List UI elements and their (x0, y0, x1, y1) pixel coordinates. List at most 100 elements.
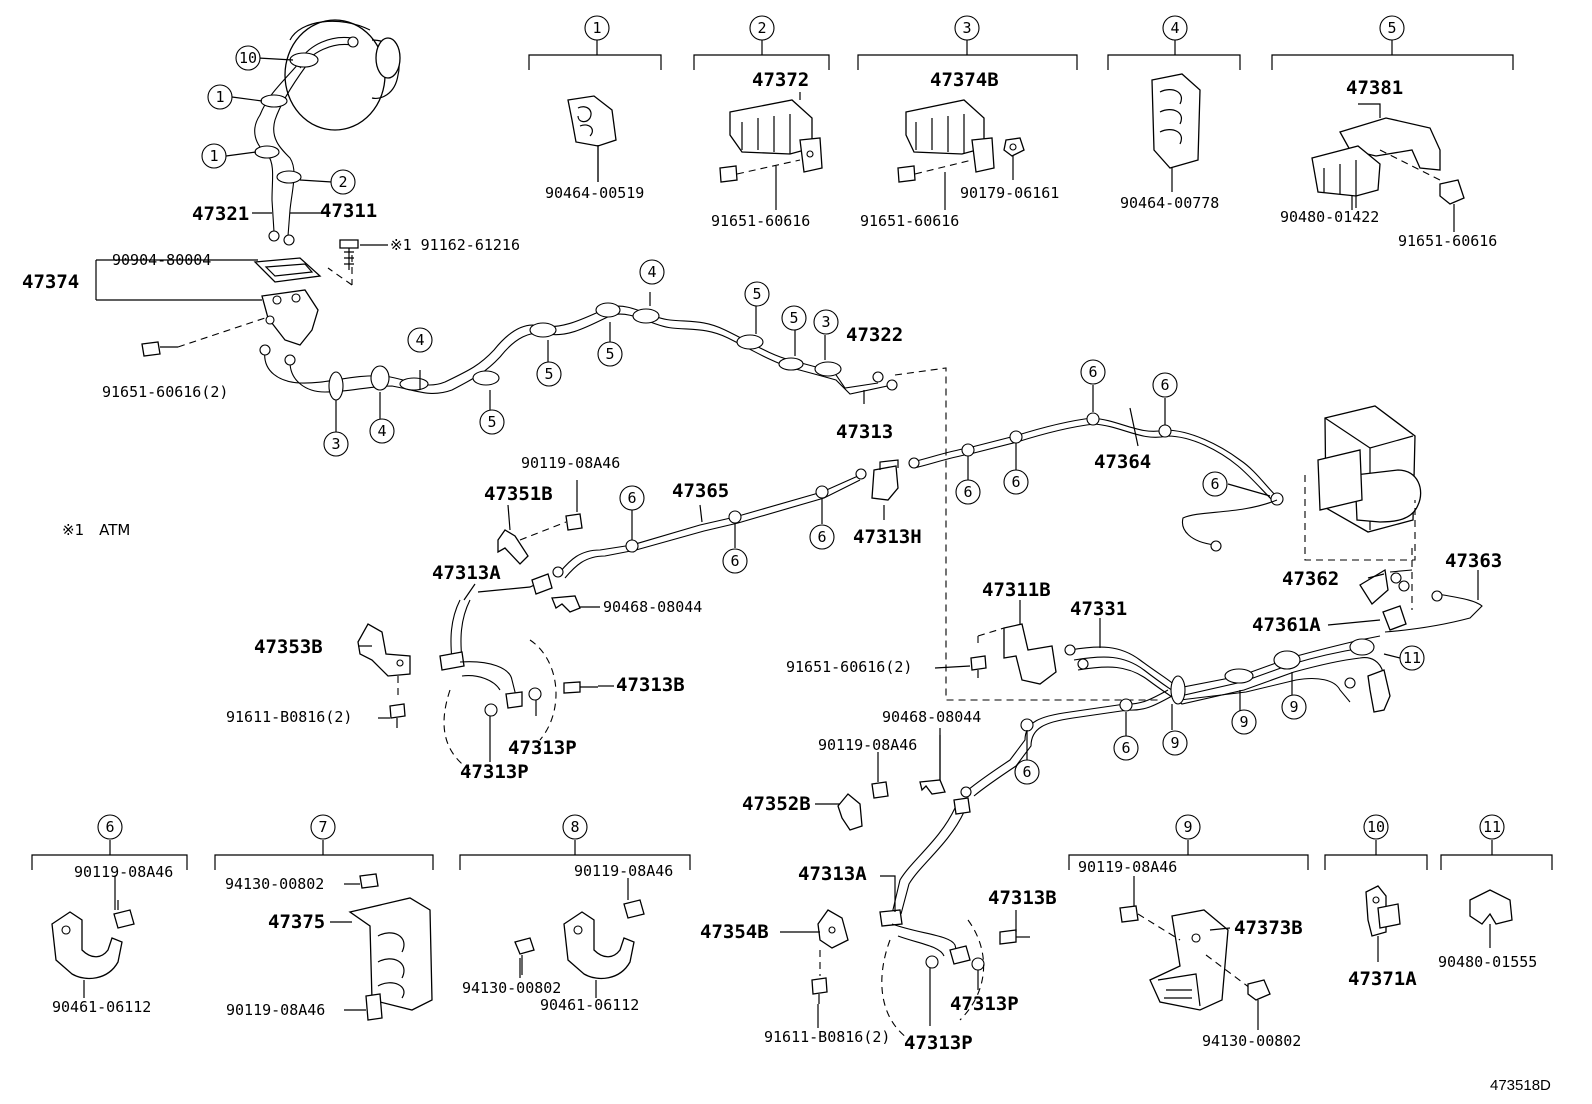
svg-text:3: 3 (962, 19, 971, 37)
svg-text:3: 3 (331, 435, 340, 453)
callout-6-g: 6 (722, 548, 748, 574)
label-90119-08A46-d: 90119-08A46 (226, 1001, 325, 1019)
svg-text:7: 7 (318, 818, 327, 836)
callout-6-d: 6 (955, 479, 981, 505)
callout-group-6: 6 (97, 814, 123, 840)
label-90119-08A46-f: 90119-08A46 (1078, 858, 1177, 876)
label-47365: 47365 (672, 480, 729, 502)
pipes-47364-47365 (552, 412, 1284, 579)
label-47363: 47363 (1445, 550, 1502, 572)
callout-group-4: 4 (1162, 15, 1188, 41)
group-brackets-top (528, 40, 1514, 70)
label-47313A-a: 47313A (432, 562, 501, 584)
callouts: 1 2 3 4 5 10 1 1 2 3 4 4 5 5 5 4 5 5 3 6… (97, 15, 1505, 840)
callout-5-b: 5 (536, 361, 562, 387)
svg-text:6: 6 (1210, 475, 1219, 493)
svg-text:6: 6 (963, 483, 972, 501)
flex-hose-right (811, 735, 1030, 1041)
svg-text:1: 1 (209, 147, 218, 165)
label-47373B: 47373B (1234, 917, 1303, 939)
callout-9-b: 9 (1231, 709, 1257, 735)
callout-6-j: 6 (1014, 759, 1040, 785)
label-47313B-a: 47313B (616, 674, 685, 696)
callout-5-e: 5 (781, 305, 807, 331)
proportioning-valve (141, 239, 359, 357)
label-47313P-d: 47313P (904, 1032, 973, 1054)
svg-text:5: 5 (487, 413, 496, 431)
label-47311: 47311 (320, 200, 377, 222)
label-47371A: 47371A (1348, 968, 1417, 990)
svg-text:10: 10 (1367, 818, 1385, 836)
svg-text:9: 9 (1239, 713, 1248, 731)
clamp-47375 (348, 873, 433, 1021)
label-47313H: 47313H (853, 526, 922, 548)
svg-text:6: 6 (730, 552, 739, 570)
callout-group-9: 9 (1175, 814, 1201, 840)
clamp-47372 (719, 92, 823, 183)
label-47361A: 47361A (1252, 614, 1321, 636)
label-47354B: 47354B (700, 921, 769, 943)
callout-11-a: 11 (1399, 645, 1425, 671)
callout-9-c: 9 (1162, 730, 1188, 756)
callout-3-a: 3 (323, 431, 349, 457)
callout-6-e: 6 (1003, 469, 1029, 495)
label-91651-60616-c: 91651-60616 (860, 212, 959, 230)
clip-90480-01555 (1469, 889, 1513, 948)
callout-group-5: 5 (1379, 15, 1405, 41)
callout-group-3: 3 (954, 15, 980, 41)
note-atm: ※1 ATM (62, 521, 130, 539)
label-47313P-c: 47313P (950, 993, 1019, 1015)
label-91611-B0816-2b: 91611-B0816(2) (764, 1028, 890, 1046)
callout-6-i: 6 (1113, 735, 1139, 761)
callout-9-a: 9 (1281, 694, 1307, 720)
label-90119-08A46-a: 90119-08A46 (521, 454, 620, 472)
pipes-47321-47311 (254, 52, 319, 246)
clamp-90461-06112-a (51, 900, 135, 998)
label-94130-00802-c: 94130-00802 (1202, 1032, 1301, 1050)
label-91651-60616-2b: 91651-60616(2) (786, 658, 912, 676)
svg-text:4: 4 (647, 263, 656, 281)
svg-text:10: 10 (239, 49, 257, 67)
pipes-47331 (960, 623, 1391, 798)
svg-text:4: 4 (377, 422, 386, 440)
label-47313B-b: 47313B (988, 887, 1057, 909)
label-90464-00519: 90464-00519 (545, 184, 644, 202)
svg-text:6: 6 (105, 818, 114, 836)
svg-text:5: 5 (1387, 19, 1396, 37)
label-47313: 47313 (836, 421, 893, 443)
label-47313P-a: 47313P (508, 737, 577, 759)
svg-text:6: 6 (1121, 739, 1130, 757)
label-47381: 47381 (1346, 77, 1403, 99)
label-90480-01422: 90480-01422 (1280, 208, 1379, 226)
callout-6-c: 6 (1202, 471, 1228, 497)
svg-text:2: 2 (338, 173, 347, 191)
label-90480-01555: 90480-01555 (1438, 953, 1537, 971)
pipes-47322-47313 (259, 302, 898, 401)
label-90468-08044-a: 90468-08044 (603, 598, 702, 616)
callout-group-7: 7 (310, 814, 336, 840)
label-94130-00802-b: 94130-00802 (462, 979, 561, 997)
label-47313P-b: 47313P (460, 761, 529, 783)
callout-6-b: 6 (1152, 372, 1178, 398)
callout-4-b: 4 (407, 327, 433, 353)
label-47364: 47364 (1094, 451, 1151, 473)
svg-text:6: 6 (1022, 763, 1031, 781)
label-90464-00778: 90464-00778 (1120, 194, 1219, 212)
clip-90464-00778 (1151, 73, 1201, 192)
svg-text:11: 11 (1483, 818, 1501, 836)
label-90461-06112-a: 90461-06112 (52, 998, 151, 1016)
svg-text:9: 9 (1183, 818, 1192, 836)
label-47351B: 47351B (484, 483, 553, 505)
clamp-90461-06112-b (514, 878, 645, 998)
svg-text:8: 8 (570, 818, 579, 836)
label-90119-08A46-b: 90119-08A46 (818, 736, 917, 754)
svg-text:5: 5 (544, 365, 553, 383)
label-47372: 47372 (752, 69, 809, 91)
svg-text:6: 6 (627, 489, 636, 507)
callout-2-a: 2 (330, 169, 356, 195)
label-47322: 47322 (846, 324, 903, 346)
label-47313A-b: 47313A (798, 863, 867, 885)
callout-group-8: 8 (562, 814, 588, 840)
